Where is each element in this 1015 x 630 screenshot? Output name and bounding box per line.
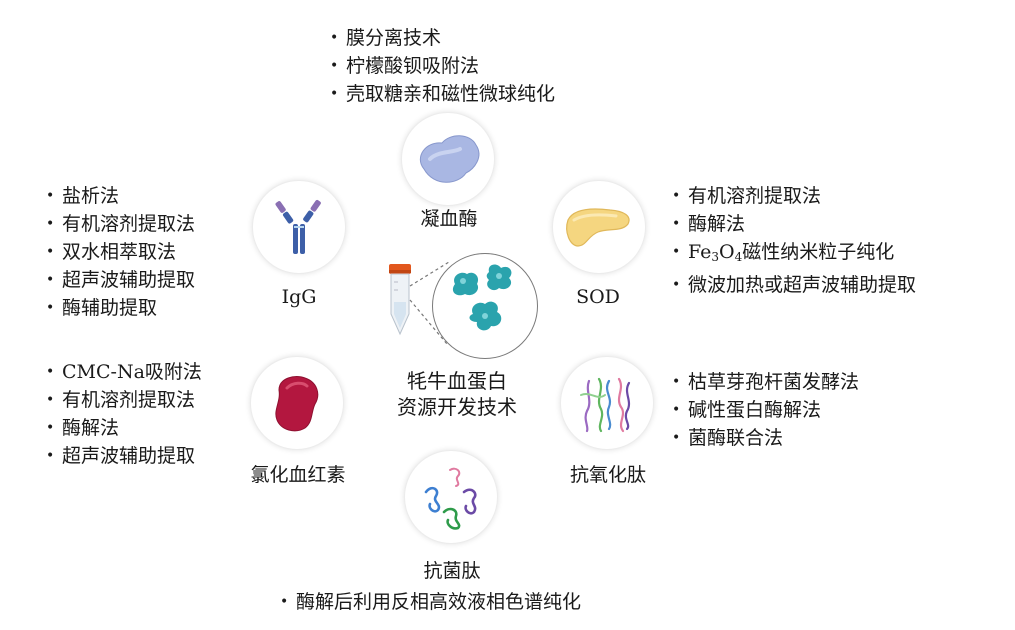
list-item: 有机溶剂提取法 [46,386,202,414]
list-item: 超声波辅助提取 [46,266,195,294]
fe3o4-sub1: 3 [711,250,720,264]
sod-circle [552,180,646,274]
hemin-label: 氯化血红素 [250,464,346,486]
protein-cluster-icon [452,264,512,331]
antioxidant-peptide-label: 抗氧化肽 [569,464,646,486]
fe3o4-mid: O [719,241,735,263]
list-item: 枯草芽孢杆菌发酵法 [672,368,859,396]
list-item: 酶解法 [672,210,916,238]
coagulase-circle [401,112,495,206]
list-item: 酶辅助提取 [46,294,195,322]
peptide-strands-icon [580,377,631,433]
fe3o4-sub2: 4 [734,250,743,264]
igg-methods: 盐析法 有机溶剂提取法 双水相萃取法 超声波辅助提取 酶辅助提取 [46,182,195,322]
list-item: 盐析法 [46,182,195,210]
list-item: 双水相萃取法 [46,238,195,266]
list-item: 超声波辅助提取 [46,442,202,470]
coagulase-blob-icon [419,135,480,183]
hemin-blob-icon [275,376,319,432]
sod-methods: 有机溶剂提取法 酶解法 Fe3O4磁性纳米粒子纯化 微波加热或超声波辅助提取 [672,182,916,299]
list-item: 有机溶剂提取法 [672,182,916,210]
sod-label: SOD [576,286,620,308]
list-item: 微波加热或超声波辅助提取 [672,271,916,299]
fe3o4-prefix: Fe [688,241,712,263]
test-tube-icon [389,264,411,336]
list-item: 壳取糖亲和磁性微球纯化 [330,80,555,108]
igg-circle [252,180,346,274]
antioxidant-peptide-circle [560,356,654,450]
antibacterial-peptide-methods: 酶解后利用反相高效液相色谱纯化 [280,588,581,616]
antioxidant-peptide-methods: 枯草芽孢杆菌发酵法 碱性蛋白酶解法 菌酶联合法 [672,368,859,452]
hemin-methods: CMC-Na吸附法 有机溶剂提取法 酶解法 超声波辅助提取 [46,358,202,470]
antibody-icon [275,199,321,254]
center-title-line1: 牦牛血蛋白 [407,369,507,393]
antibacterial-peptide-circle [404,450,498,544]
list-item: CMC-Na吸附法 [46,358,202,386]
list-item: 酶解后利用反相高效液相色谱纯化 [280,588,581,616]
list-item: 菌酶联合法 [672,424,859,452]
magnified-circle [432,253,538,359]
list-item: 碱性蛋白酶解法 [672,396,859,424]
peptide-coils-icon [424,467,477,530]
list-item: 有机溶剂提取法 [46,210,195,238]
center-title: 牦牛血蛋白 资源开发技术 [382,368,532,420]
coagulase-methods: 膜分离技术 柠檬酸钡吸附法 壳取糖亲和磁性微球纯化 [330,24,555,108]
list-item: 酶解法 [46,414,202,442]
sod-crescent-icon [566,208,630,247]
center-title-line2: 资源开发技术 [397,395,517,419]
list-item: 膜分离技术 [330,24,555,52]
list-item: Fe3O4磁性纳米粒子纯化 [672,238,916,271]
igg-label: IgG [281,286,317,308]
coagulase-label: 凝血酶 [420,208,478,230]
fe3o4-suffix: 磁性纳米粒子纯化 [742,241,895,263]
hemin-circle [250,356,344,450]
antibacterial-peptide-label: 抗菌肽 [423,560,481,582]
list-item: 柠檬酸钡吸附法 [330,52,555,80]
